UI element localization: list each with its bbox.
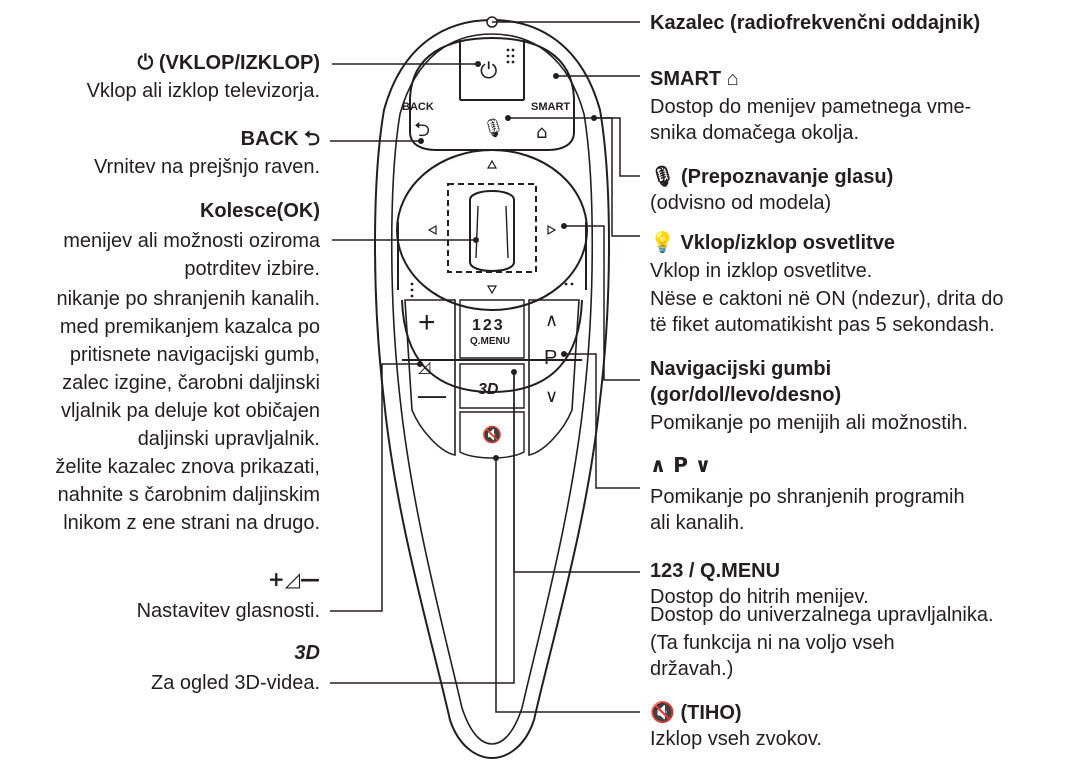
leader-channel xyxy=(564,353,640,489)
leader-mute xyxy=(495,458,640,713)
remote-qmenu-label[interactable]: Q.MENU xyxy=(470,336,510,347)
mute-line-1: Izklop vseh zvokov. xyxy=(650,728,822,750)
back-arrow-icon: ⮌ xyxy=(414,117,430,141)
remote-smart-label: SMART xyxy=(531,101,570,113)
wheel xyxy=(469,190,515,272)
wheel-line-8: daljinski upravljalnik. xyxy=(137,428,320,450)
wheel-line-10: nahnite s čarobnim daljinskim xyxy=(57,484,320,506)
leader-nav xyxy=(564,225,640,381)
remote-outer-body xyxy=(374,18,610,760)
remote-p-label[interactable]: P xyxy=(544,347,557,369)
up-arrow-icon xyxy=(486,159,498,169)
voice-line-1: (odvisno od modela) xyxy=(650,192,832,214)
wheel-callout-title: Kolesce(OK) xyxy=(199,200,320,222)
smart-line-2: snika domačega okolja. xyxy=(650,122,860,144)
channel-down-icon[interactable]: ∨ xyxy=(545,386,558,407)
volume-icon: ◿ xyxy=(417,357,431,376)
nav-callout-title-1: Navigacijski gumbi xyxy=(650,358,832,380)
volume-rocker xyxy=(404,299,456,456)
channel-line-1: Pomikanje po shranjenih programih xyxy=(650,486,965,508)
right-arrow-icon xyxy=(547,224,557,236)
smart-line-1: Dostop do menijev pametnega vme- xyxy=(650,96,972,118)
mic-icon[interactable]: 🎙 xyxy=(482,118,505,139)
wheel-line-2: potrditev izbire. xyxy=(184,258,320,280)
back-callout-title: BACK ⮌ xyxy=(240,128,320,150)
pointer-callout-title: Kazalec (radiofrekvenčni oddajnik) xyxy=(650,12,981,34)
leader-light xyxy=(594,117,640,237)
three-d-callout-text: Za ogled 3D-videa. xyxy=(151,672,320,694)
leader-3d xyxy=(330,372,515,684)
remote-numbers-label[interactable]: 123 xyxy=(472,317,505,334)
wheel-line-1: menijev ali možnosti oziroma xyxy=(63,230,320,252)
power-callout-title: ⏻ (VKLOP/IZKLOP) xyxy=(137,52,320,74)
qmenu-line-1: Dostop do hitrih menijev. xyxy=(650,586,869,608)
nav-callout-title-2: (gor/dol/levo/desno) xyxy=(650,384,842,406)
wheel-line-4: med premikanjem kazalca po xyxy=(59,316,320,338)
mute-callout-title: 🔇 (TIHO) xyxy=(650,702,742,724)
channel-rocker xyxy=(528,299,580,456)
leader-volume xyxy=(330,363,420,612)
light-callout-title: 💡 Vklop/izklop osvetlitve xyxy=(650,232,895,254)
wheel-line-7: vljalnik pa deluje kot običajen xyxy=(60,400,320,422)
remote-back-label: BACK xyxy=(402,101,434,113)
qmenu-callout-title: 123 / Q.MENU xyxy=(650,560,781,582)
qmenu-line-4: državah.) xyxy=(650,658,734,680)
wheel-line-9: želite kazalec znova prikazati, xyxy=(55,456,320,478)
channel-line-2: ali kanalih. xyxy=(650,512,745,534)
lower-button-cluster xyxy=(401,299,583,394)
qmenu-line-3: (Ta funkcija ni na voljo vseh xyxy=(650,632,895,654)
top-button-cluster xyxy=(409,36,575,151)
qmenu-key xyxy=(459,299,525,359)
power-callout-text: Vklop ali izklop televizorja. xyxy=(86,80,320,102)
qmenu-line-2: Dostop do univerzalnega upravljalnika. xyxy=(650,604,994,626)
light-line-1: Vklop in izklop osvetlitve. xyxy=(650,260,873,282)
down-arrow-icon xyxy=(486,285,498,295)
mute-icon[interactable]: 🔇 xyxy=(482,425,502,444)
wheel-line-6: zalec izgine, čarobni daljinski xyxy=(62,372,320,394)
wheel-ok-box xyxy=(447,183,537,273)
voice-callout-title: 🎙 (Prepoznavanje glasu) xyxy=(650,166,894,188)
left-arrow-icon xyxy=(427,224,437,236)
power-icon[interactable]: ⏻ xyxy=(480,59,497,84)
light-line-3: të fiket automatikisht pas 5 sekondash. xyxy=(650,314,995,336)
remote-3d-label[interactable]: 3D xyxy=(478,381,499,398)
smart-callout-title: SMART ⌂ xyxy=(650,68,739,90)
back-callout-text: Vrnitev na prejšnjo raven. xyxy=(93,156,320,178)
wheel-line-11: lnikom z ene strani na drugo. xyxy=(63,512,320,534)
minus-volume-icon[interactable]: — xyxy=(418,379,446,410)
remote-inner-body xyxy=(390,33,594,745)
three-d-key xyxy=(459,363,525,409)
channel-up-icon[interactable]: ∧ xyxy=(545,310,558,331)
nav-line-1: Pomikanje po menijih ali možnostih. xyxy=(650,412,968,434)
volume-callout-symbol: +◿— xyxy=(267,567,320,591)
leader-qmenu xyxy=(513,372,640,573)
three-d-callout-symbol: 3D xyxy=(294,642,320,664)
wheel-line-3: nikanje po shranjenih kanalih. xyxy=(56,288,320,310)
leader-voice xyxy=(508,117,640,177)
home-icon: ⌂ xyxy=(536,122,547,143)
channel-callout-title: ∧ P ∨ xyxy=(650,453,712,477)
wheel-line-5: pritisnete navigacijski gumb, xyxy=(69,344,320,366)
light-line-2: Nëse e caktoni në ON (ndezur), drita do xyxy=(650,288,1004,310)
plus-volume-icon[interactable]: + xyxy=(418,306,436,339)
volume-callout-text: Nastavitev glasnosti. xyxy=(136,600,320,622)
